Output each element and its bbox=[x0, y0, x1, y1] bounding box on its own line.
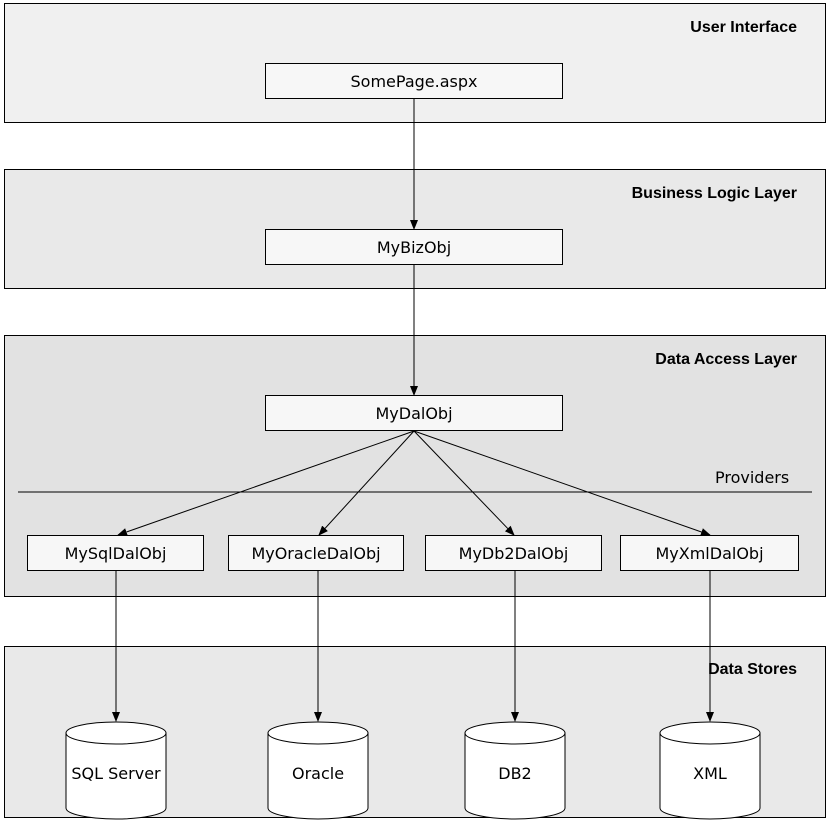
db-label-db2: DB2 bbox=[498, 764, 532, 783]
node-myxmldalobj: MyXmlDalObj bbox=[620, 535, 799, 571]
db-label-xml: XML bbox=[693, 764, 727, 783]
db-label-sql-server: SQL Server bbox=[71, 764, 161, 783]
node-myoracledalobj: MyOracleDalObj bbox=[228, 535, 404, 571]
layer-title-data-access: Data Access Layer bbox=[655, 351, 797, 368]
layer-business-logic: Business Logic Layer bbox=[4, 169, 826, 289]
layer-data-stores: Data Stores bbox=[4, 646, 826, 818]
layer-title-data-stores: Data Stores bbox=[708, 661, 797, 678]
node-mysqldalobj: MySqlDalObj bbox=[27, 535, 204, 571]
node-mybizobj: MyBizObj bbox=[265, 229, 563, 265]
node-mydb2dalobj: MyDb2DalObj bbox=[425, 535, 602, 571]
node-somepage: SomePage.aspx bbox=[265, 63, 563, 99]
db-label-oracle: Oracle bbox=[291, 764, 345, 783]
layer-title-business-logic: Business Logic Layer bbox=[631, 185, 797, 202]
providers-label: Providers bbox=[715, 468, 790, 487]
layer-title-user-interface: User Interface bbox=[690, 19, 797, 36]
node-mydalobj: MyDalObj bbox=[265, 395, 563, 431]
